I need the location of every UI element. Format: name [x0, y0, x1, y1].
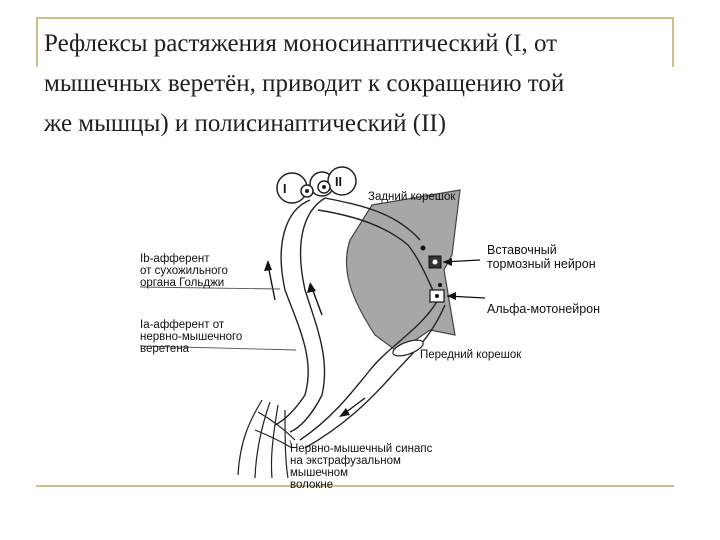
title-line-2: мышечных веретён, приводит к сокращению … — [44, 70, 565, 97]
pointer-interneuron-head — [443, 258, 452, 266]
afferent-bundle-inner — [289, 197, 326, 433]
arrow-down-efferent-head — [339, 408, 350, 417]
muscle-fibers — [237, 399, 296, 479]
label-ventral-root: Передний корешок — [420, 349, 522, 361]
dorsal-root-fiber-lower — [317, 209, 436, 296]
pointer-ia — [139, 345, 297, 351]
dorsal-root-fiber-upper — [324, 197, 421, 241]
label-ib-1: Ib-афферент — [140, 253, 210, 265]
efferent-fiber-inner — [304, 304, 446, 449]
pointer-nmj — [289, 439, 293, 449]
label-nmj-4: волокне — [290, 479, 333, 491]
marker-one: I — [283, 182, 286, 196]
label-nmj-2: на экстрафузальном — [290, 455, 401, 467]
efferent-fiber-outer — [299, 299, 439, 441]
label-interneuron-1: Вставочный — [487, 243, 557, 257]
label-ia-1: Ia-афферент от — [140, 319, 225, 331]
frame-bottom-line — [36, 485, 674, 487]
synapse-dot-1 — [420, 245, 426, 251]
arrow-up-ia — [311, 287, 323, 316]
label-dorsal-root: Задний корешок — [368, 191, 456, 203]
frame-left-line — [36, 17, 38, 67]
label-nmj-3: мышечном — [290, 467, 348, 479]
label-alpha-motoneuron: Альфа-мотонейрон — [487, 302, 600, 316]
interneuron-nucleus — [432, 259, 438, 265]
frame-right-line — [672, 17, 674, 67]
arrow-down-efferent — [344, 397, 366, 414]
synapse-dot-2 — [438, 283, 442, 287]
ventral-root-oval — [392, 339, 424, 357]
slide-title: Рефлексы растяжения моносинаптический (I… — [44, 24, 664, 144]
pointer-alpha-head — [447, 292, 456, 300]
alpha-motoneuron-nucleus — [435, 294, 439, 298]
ganglion-cell-b-nucleus — [322, 185, 326, 189]
arrow-up-ib — [267, 264, 276, 301]
afferent-bundle-outer — [274, 199, 311, 426]
label-ia-3: веретена — [140, 343, 190, 355]
label-ib-3: органа Гольджи — [140, 277, 224, 289]
title-line-1: Рефлексы растяжения моносинаптический (I… — [44, 30, 558, 57]
arrow-up-ia-head — [307, 282, 316, 293]
ganglion-cell-a-nucleus — [305, 189, 309, 193]
label-ia-2: нервно-мышечного — [140, 331, 242, 343]
label-ib-2: от сухожильного — [140, 265, 228, 277]
marker-two: II — [335, 175, 342, 189]
arrow-up-ib-head — [264, 260, 272, 271]
receptor-circle-right — [327, 166, 357, 196]
frame-top-line — [36, 17, 674, 19]
label-interneuron-2: тормозный нейрон — [487, 257, 596, 271]
pointer-ib — [139, 286, 281, 290]
title-line-3: же мышцы) и полисинаптический (II) — [44, 110, 447, 137]
label-nmj-1: Нервно-мышечный синапс — [290, 443, 433, 455]
spinal-cord-gray-matter — [345, 189, 461, 353]
